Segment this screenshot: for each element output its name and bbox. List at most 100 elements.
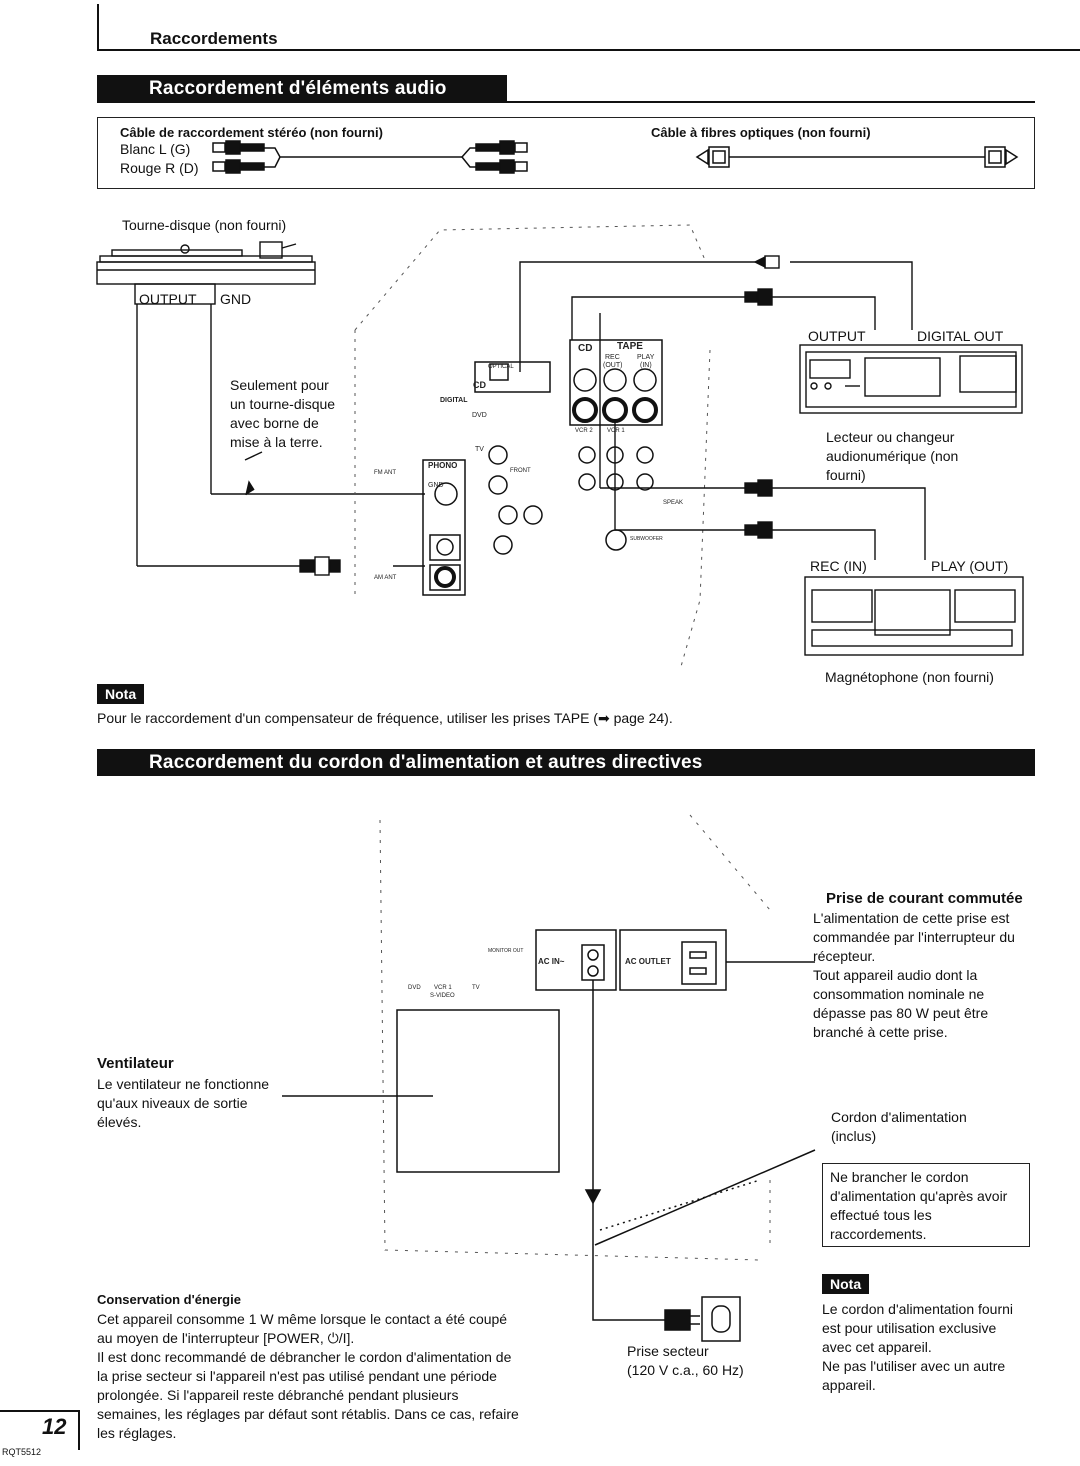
cd-player-label: Lecteur ou changeur audionumérique (non … [826,428,958,485]
panel-gnd-label: GND [428,482,444,489]
energy-text: Cet appareil consomme 1 W même lorsque l… [97,1310,537,1443]
rec-in-label: REC (IN) [810,558,867,574]
ac-outlet-label: AC OUTLET [625,957,671,966]
page-number-bracket [78,1410,80,1450]
warning-line: Ne brancher le cordon [830,1169,969,1185]
ground-note-line: avec borne de [230,415,319,431]
white-cable-label: Blanc L (G) [120,141,191,157]
panel2-tv-label: TV [472,985,480,991]
cd-label-line: audionumérique (non [826,448,959,464]
energy-line: semaines, les réglages par défaut sont r… [97,1406,519,1422]
switched-outlet-line: consommation nominale ne [813,986,985,1002]
energy-line: au moyen de l'interrupteur [POWER, ⏻/I]. [97,1330,355,1346]
panel-vcr2-label: VCR 2 [575,428,593,434]
fan-line: Le ventilateur ne fonctionne [97,1076,270,1092]
header-rule [97,49,1080,51]
panel-optical-label: OPTICAL [488,364,514,370]
nota-1-text: Pour le raccordement d'un compensateur d… [97,710,673,726]
panel2-dvd-label: DVD [408,985,421,991]
switched-outlet-line: dépasse pas 80 W peut être [813,1005,989,1021]
cd-player-drawing [799,344,1023,414]
ground-note-line: mise à la terre. [230,434,323,450]
fan-line: élevés. [97,1114,142,1130]
switched-outlet-line: récepteur. [813,948,876,964]
fan-title: Ventilateur [97,1055,174,1072]
ground-note-line: un tourne-disque [230,396,336,412]
warning-text: Ne brancher le cordon d'alimentation qu'… [830,1168,1007,1244]
panel-am-ant-label: AM ANT [374,575,397,581]
turntable-drawing [96,241,316,305]
panel-speak-label: SPEAK [663,500,684,506]
switched-outlet-title: Prise de courant commutée [826,890,1023,907]
outlet-line: (120 V c.a., 60 Hz) [627,1362,744,1378]
stereo-cable-title: Câble de raccordement stéréo (non fourni… [120,125,383,140]
nota-badge-1: Nota [97,684,145,704]
optical-cable-icon [695,146,1019,168]
warning-line: raccordements. [830,1226,927,1242]
play-out-label: PLAY (OUT) [931,558,1009,574]
panel-cd-small: CD [473,380,486,390]
section-title-audio: Raccordement d'éléments audio [149,78,447,99]
panel2-monitor-out-label: MONITOR OUT [488,948,524,954]
switched-outlet-text: L'alimentation de cette prise est comman… [813,909,1033,1042]
warning-box [822,1163,1030,1247]
nota-badge-2: Nota [822,1274,870,1294]
rear-panel-power [282,929,816,1342]
switched-outlet-line: branché à cette prise. [813,1024,948,1040]
page-number: 12 [42,1414,67,1439]
energy-line: les réglages. [97,1425,177,1441]
section1-rule [97,101,1035,103]
panel-dvd-label: DVD [472,412,487,419]
section-title-bar-power: Raccordement du cordon d'alimentation et… [97,749,1035,776]
section-title-bar-audio: Raccordement d'éléments audio [97,75,507,102]
fan-text: Le ventilateur ne fonctionne qu'aux nive… [97,1075,287,1132]
nota-2-line: Ne pas l'utiliser avec un autre [822,1358,1006,1374]
panel-cd-label: CD [578,343,593,354]
panel-phono-label: PHONO [428,461,458,470]
energy-line: prolongée. Si l'appareil reste débranché… [97,1387,459,1403]
nota-2-line: Le cordon d'alimentation fourni [822,1301,1014,1317]
nota-2-line: est pour utilisation exclusive [822,1320,997,1336]
section-header: Raccordements [150,29,278,48]
rear-panel-audio [422,339,663,596]
receiver-outline-2 [379,814,771,1261]
stereo-cable-icon [212,140,528,174]
ground-note-line: Seulement pour [230,377,329,393]
panel-subwoofer-label: SUBWOOFER [630,536,663,542]
nota-2-text: Le cordon d'alimentation fourni est pour… [822,1300,1032,1395]
nota-2-line: avec cet appareil. [822,1339,932,1355]
switched-outlet-line: Tout appareil audio dont la [813,967,978,983]
energy-title: Conservation d'énergie [97,1292,241,1307]
panel-rec-label: REC [605,354,620,361]
tape-deck-drawing [804,576,1024,656]
panel-play-label: PLAY [637,354,655,361]
panel-tv-label: TV [475,446,484,453]
panel-out-label: (OUT) [603,362,623,369]
power-cord-line: Cordon d'alimentation [831,1109,967,1125]
outlet-label: Prise secteur (120 V c.a., 60 Hz) [627,1342,744,1380]
cd-output-label: OUTPUT [808,328,866,344]
panel2-vcr1-label: VCR 1 [434,985,452,991]
section-title-power: Raccordement du cordon d'alimentation et… [149,752,703,773]
component-cables [519,255,926,560]
power-cord-line: (inclus) [831,1128,877,1144]
red-cable-label: Rouge R (D) [120,160,199,176]
ground-note: Seulement pour un tourne-disque avec bor… [230,376,335,452]
warning-line: d'alimentation qu'après avoir [830,1188,1008,1204]
fan-line: qu'aux niveaux de sortie [97,1095,248,1111]
outlet-line: Prise secteur [627,1343,709,1359]
cd-label-line: Lecteur ou changeur [826,429,955,445]
header-left-rule [97,4,99,49]
document-code: RQT5512 [2,1447,42,1457]
energy-line: la prise secteur si l'appareil n'est pas… [97,1368,497,1384]
tape-deck-label: Magnétophone (non fourni) [825,669,994,685]
panel-fm-ant-label: FM ANT [374,470,396,476]
page-number-rule [0,1410,78,1412]
cd-label-line: fourni) [826,467,866,483]
panel-digital-label: DIGITAL [440,397,468,404]
power-cord-label: Cordon d'alimentation (inclus) [831,1108,967,1146]
switched-outlet-line: L'alimentation de cette prise est [813,910,1010,926]
digital-out-label: DIGITAL OUT [917,328,1004,344]
turntable-label: Tourne-disque (non fourni) [122,217,287,233]
